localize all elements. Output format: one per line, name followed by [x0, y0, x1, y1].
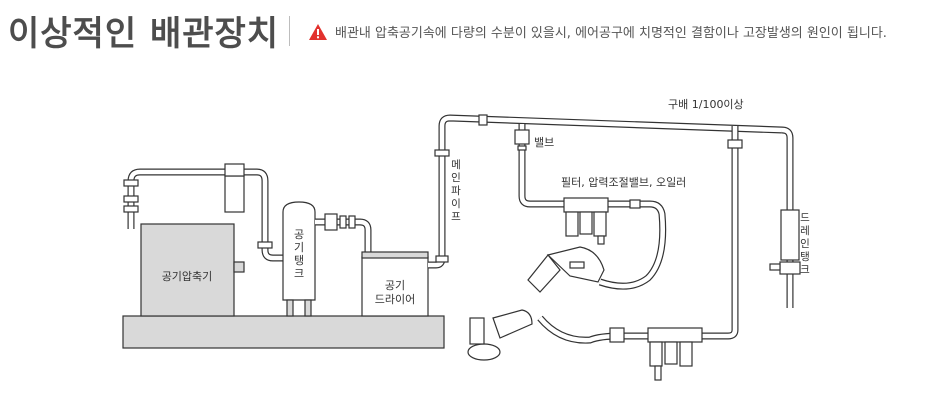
svg-text:파: 파 — [451, 185, 461, 197]
dryer-label-line1: 공기 — [385, 279, 405, 292]
warning-triangle-icon — [308, 23, 328, 41]
valve-label: 밸브 — [534, 136, 554, 149]
compressor-label: 공기압축기 — [162, 270, 213, 283]
svg-text:드: 드 — [800, 212, 810, 224]
svg-text:기: 기 — [294, 241, 304, 254]
air-tank-label: 공 기 탱 크 — [294, 228, 304, 280]
air-tank — [282, 201, 316, 301]
svg-text:탱: 탱 — [294, 254, 304, 267]
svg-text:탱: 탱 — [800, 251, 810, 263]
slope-label: 구배 1/100이상 — [668, 98, 744, 111]
page-title: 이상적인 배관장치 — [8, 14, 280, 54]
warning-notice: 배관내 압축공기속에 다량의 수분이 있을시, 에어공구에 치명적인 결함이나 … — [308, 22, 887, 41]
svg-text:인: 인 — [451, 172, 461, 184]
svg-text:메: 메 — [451, 159, 461, 171]
angle-grinder — [467, 309, 533, 361]
svg-text:공: 공 — [294, 228, 304, 241]
svg-text:레: 레 — [800, 225, 810, 237]
frl-label: 필터, 압력조절밸브, 오일러 — [561, 175, 686, 189]
dryer-label-line2: 드라이어 — [375, 293, 415, 306]
warning-text: 배관내 압축공기속에 다량의 수분이 있을시, 에어공구에 치명적인 결함이나 … — [335, 26, 887, 41]
title-divider — [289, 16, 290, 46]
tank-valve — [324, 213, 338, 231]
drain-tank — [780, 209, 800, 261]
air-dryer-body — [361, 256, 429, 317]
svg-text:프: 프 — [451, 211, 461, 223]
drain-tank-label: 드 레 인 탱 크 — [800, 212, 810, 276]
compressor-cooler — [224, 175, 245, 213]
svg-text:크: 크 — [294, 267, 304, 280]
svg-text:이: 이 — [451, 198, 461, 210]
branch-valve — [514, 129, 530, 145]
svg-text:인: 인 — [800, 238, 810, 250]
frl-unit-2 — [647, 327, 703, 381]
svg-text:크: 크 — [800, 264, 810, 276]
base-platform — [122, 315, 445, 349]
main-pipe-label: 메 인 파 이 프 — [451, 159, 461, 223]
impact-wrench — [527, 246, 605, 293]
frl-unit-1 — [563, 197, 641, 245]
